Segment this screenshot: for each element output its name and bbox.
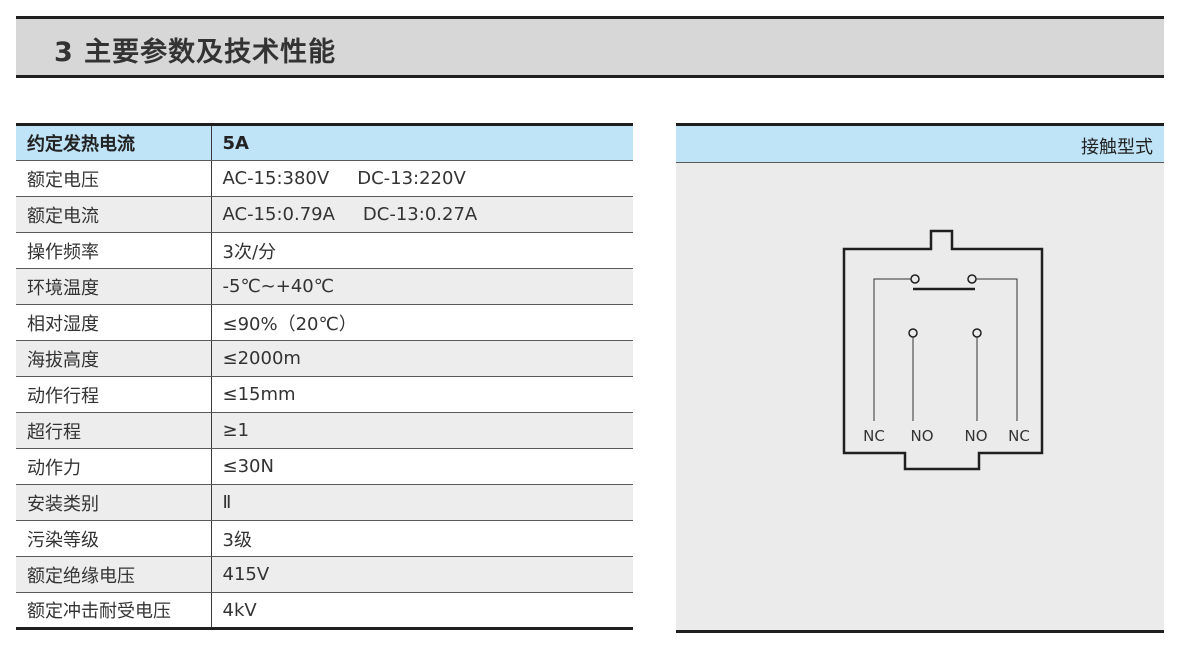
param-value: 5A <box>211 124 633 161</box>
param-label: 额定电压 <box>16 160 212 197</box>
terminal-label-no-right: NO <box>964 427 987 445</box>
table-row: 操作频率 3次/分 <box>16 232 633 269</box>
table-row: 额定绝缘电压 415V <box>16 556 633 593</box>
table-row: 额定电流 AC-15:0.79A DC-13:0.27A <box>16 196 633 233</box>
terminal-label-no-left: NO <box>910 427 933 445</box>
table-row: 动作力 ≤30N <box>16 448 633 485</box>
param-label: 动作行程 <box>16 376 212 413</box>
param-value: 3级 <box>211 520 633 557</box>
param-value: AC-15:380V <box>222 168 330 189</box>
contact-type-panel: 接触型式 NC NO NO NC <box>676 123 1164 633</box>
param-label: 约定发热电流 <box>16 124 212 161</box>
param-value: -5℃~+40℃ <box>211 268 633 305</box>
table-row: 额定冲击耐受电压 4kV <box>16 592 633 629</box>
nc-contact-right-point <box>967 274 977 284</box>
param-label: 安装类别 <box>16 484 212 521</box>
contact-panel-header: 接触型式 <box>676 126 1164 163</box>
table-row: 污染等级 3级 <box>16 520 633 557</box>
parameter-table: 约定发热电流 5A 额定电压 AC-15:380V DC-13:220V 额定电流… <box>16 123 633 630</box>
param-label: 额定绝缘电压 <box>16 556 212 593</box>
param-value-2: DC-13:220V <box>357 168 466 189</box>
nc-contact-left-point <box>910 274 920 284</box>
housing-outline <box>842 229 1044 471</box>
table-row: 环境温度 -5℃~+40℃ <box>16 268 633 305</box>
param-label: 额定冲击耐受电压 <box>16 592 212 629</box>
param-value: 3次/分 <box>211 232 633 269</box>
param-value: ≥1 <box>211 412 633 449</box>
param-value: 415V <box>211 556 633 593</box>
param-value: ≤15mm <box>211 376 633 413</box>
param-label: 额定电流 <box>16 196 212 233</box>
contact-type-title: 接触型式 <box>1081 137 1153 158</box>
section-title-bar: 3 主要参数及技术性能 <box>16 16 1164 78</box>
section-title: 3 主要参数及技术性能 <box>54 37 337 68</box>
param-value-cell: AC-15:380V DC-13:220V <box>211 160 633 197</box>
nc-right-wire <box>976 278 1018 421</box>
param-label: 海拔高度 <box>16 340 212 377</box>
param-value: 4kV <box>222 599 257 621</box>
no-contact-right-point <box>972 328 982 338</box>
table-row: 超行程 ≥1 <box>16 412 633 449</box>
table-row: 额定电压 AC-15:380V DC-13:220V <box>16 160 633 197</box>
param-label: 动作力 <box>16 448 212 485</box>
param-value-cell: AC-15:0.79A DC-13:0.27A <box>211 196 633 233</box>
param-value-2: DC-13:0.27A <box>362 204 478 225</box>
nc-left-wire <box>873 278 911 421</box>
terminal-label-nc-left: NC <box>863 427 885 445</box>
no-contact-left-point <box>908 328 918 338</box>
contact-diagram: NC NO NO NC <box>842 229 1044 471</box>
table-row: 动作行程 ≤15mm <box>16 376 633 413</box>
param-value: ≤90%（20℃） <box>211 304 633 341</box>
table-row: 相对湿度 ≤90%（20℃） <box>16 304 633 341</box>
param-value: Ⅱ <box>211 484 633 521</box>
param-value: AC-15:0.79A <box>222 204 335 225</box>
param-label: 污染等级 <box>16 520 212 557</box>
param-label: 相对湿度 <box>16 304 212 341</box>
param-label: 环境温度 <box>16 268 212 305</box>
param-label: 超行程 <box>16 412 212 449</box>
param-value: ≤30N <box>211 448 633 485</box>
terminal-label-nc-right: NC <box>1008 427 1030 445</box>
param-value: ≤2000m <box>211 340 633 377</box>
table-row: 海拔高度 ≤2000m <box>16 340 633 377</box>
table-header-row: 约定发热电流 5A <box>16 124 633 161</box>
param-label: 操作频率 <box>16 232 212 269</box>
table-row: 安装类别 Ⅱ <box>16 484 633 521</box>
